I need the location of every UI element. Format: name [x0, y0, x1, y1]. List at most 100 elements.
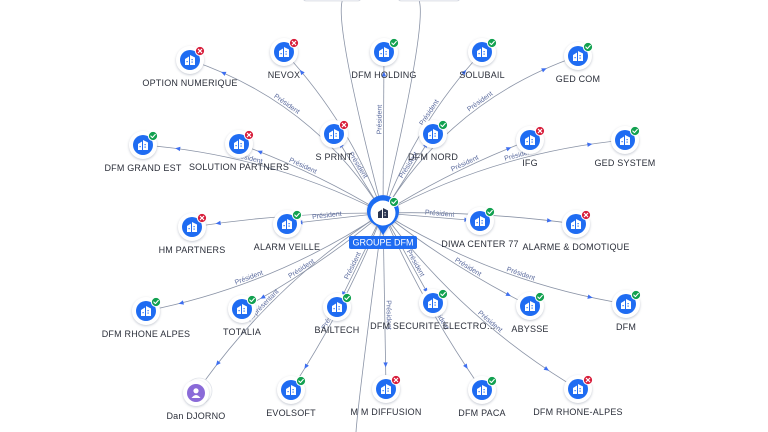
- close-icon: [534, 125, 546, 137]
- edge-label: Président: [272, 93, 300, 116]
- node-label: SOLUBAIL: [459, 70, 505, 80]
- check-icon: [388, 37, 400, 49]
- node-solution-partners[interactable]: SOLUTION PARTNERS: [189, 129, 289, 172]
- offscreen-label-chip: [398, 0, 460, 2]
- node-alarme-domotique[interactable]: ALARME & DOMOTIQUE: [522, 209, 629, 252]
- node-label: DFM NORD: [408, 152, 458, 162]
- edge-label: Président: [288, 157, 318, 176]
- edge-arrow: [463, 363, 468, 369]
- node-dfm-holding[interactable]: DFM HOLDING: [351, 37, 416, 80]
- edge-arrow: [220, 71, 227, 76]
- check-icon: [341, 292, 353, 304]
- node-dfm-securite[interactable]: DFM SECURITE ELECTRO…: [370, 288, 496, 331]
- node-nevox[interactable]: NEVOX: [268, 37, 301, 80]
- close-icon: [288, 37, 300, 49]
- node-evolsoft[interactable]: EVOLSOFT: [266, 375, 316, 418]
- building-icon: [332, 302, 342, 312]
- node-option-numerique[interactable]: OPTION NUMERIQUE: [142, 45, 237, 88]
- close-icon: [580, 209, 592, 221]
- node-bailtech[interactable]: BAILTECH: [315, 292, 360, 335]
- edge-dfm-securite[interactable]: Président: [382, 212, 434, 304]
- node-dfm-rhone-alpes-2[interactable]: DFM RHONE-ALPES: [533, 374, 623, 417]
- edge-label: Président: [376, 105, 383, 135]
- check-icon: [484, 206, 496, 218]
- edge-arrow: [541, 68, 547, 73]
- building-icon: [378, 208, 388, 218]
- node-groupe-dfm[interactable]: GROUPE DFM: [349, 195, 417, 249]
- node-label: M M DIFFUSION: [350, 407, 421, 417]
- building-icon: [329, 129, 339, 139]
- node-dfm-grand-est[interactable]: DFM GRAND EST: [104, 130, 182, 173]
- node-mm-diffusion[interactable]: M M DIFFUSION: [350, 374, 421, 417]
- check-icon: [582, 41, 594, 53]
- building-icon: [571, 219, 581, 229]
- node-label: DFM SECURITE ELECTRO…: [370, 321, 496, 331]
- node-ged-system[interactable]: GED SYSTEM: [594, 125, 655, 168]
- node-dfm-nord[interactable]: DFM NORD: [408, 119, 458, 162]
- node-dfm-paca[interactable]: DFM PACA: [458, 375, 506, 418]
- node-solubail[interactable]: SOLUBAIL: [459, 37, 505, 80]
- node-totalia[interactable]: TOTALIA: [223, 294, 261, 337]
- edge-stub: [382, 0, 421, 214]
- check-icon: [291, 209, 303, 221]
- node-alarm-veille[interactable]: ALARM VEILLE: [254, 209, 320, 252]
- edge-arrow: [215, 360, 221, 366]
- edge-arrow: [260, 294, 266, 299]
- node-label: OPTION NUMERIQUE: [142, 78, 237, 88]
- node-dan-djorno[interactable]: Dan DJORNO: [166, 377, 225, 421]
- building-icon: [477, 47, 487, 57]
- edge-arrow: [383, 362, 388, 368]
- node-s-print[interactable]: S PRINT: [316, 119, 353, 162]
- edge-arrow: [257, 150, 263, 155]
- building-icon: [279, 47, 289, 57]
- close-icon: [390, 374, 402, 386]
- node-hm-partners[interactable]: HM PARTNERS: [159, 212, 226, 255]
- node-abysse[interactable]: ABYSSE: [511, 291, 548, 334]
- node-ifg[interactable]: IFG: [516, 125, 546, 168]
- edge-dfm-holding[interactable]: Président: [376, 51, 387, 214]
- edge-line: [238, 143, 384, 214]
- edge-line: [382, 51, 385, 214]
- node-dfm[interactable]: DFM: [612, 289, 642, 332]
- building-icon: [381, 384, 391, 394]
- node-label: EVOLSOFT: [266, 408, 316, 418]
- building-icon: [573, 51, 583, 61]
- edge-arrow: [381, 71, 387, 77]
- node-ged-com[interactable]: GED COM: [556, 41, 600, 84]
- node-label: ALARM VEILLE: [254, 242, 320, 252]
- node-label: DFM RHONE ALPES: [102, 329, 191, 339]
- edge-ged-system[interactable]: Président: [382, 139, 626, 214]
- building-icon: [428, 129, 438, 139]
- building-icon: [621, 299, 631, 309]
- check-icon: [534, 291, 546, 303]
- node-label: DFM RHONE-ALPES: [533, 407, 623, 417]
- node-label: DFM PACA: [458, 408, 505, 418]
- edge-bailtech[interactable]: Président: [336, 212, 384, 308]
- node-label: Dan DJORNO: [166, 411, 225, 421]
- check-icon: [630, 289, 642, 301]
- node-diwa-center-77[interactable]: DIWA CENTER 77: [441, 206, 519, 249]
- node-dfm-rhone-alpes[interactable]: DFM RHONE ALPES: [102, 296, 191, 339]
- building-icon: [475, 216, 485, 226]
- offscreen-edge-stubs: [303, 0, 460, 432]
- building-icon: [237, 304, 247, 314]
- edge-label: Président: [287, 258, 316, 280]
- node-label: S PRINT: [316, 152, 353, 162]
- building-icon: [138, 140, 148, 150]
- person-icon: [191, 388, 201, 398]
- building-icon: [525, 135, 535, 145]
- edge-arrow: [178, 300, 184, 305]
- edge-arrow: [175, 146, 181, 152]
- edge-arrow: [304, 363, 309, 369]
- node-label: ABYSSE: [511, 324, 548, 334]
- check-icon: [437, 119, 449, 131]
- center-label-chip: [349, 236, 417, 249]
- edge-stub: [340, 0, 384, 214]
- edge-label: Président: [466, 90, 494, 113]
- edge-label: Président: [384, 300, 392, 330]
- close-icon: [243, 129, 255, 141]
- building-icon: [286, 385, 296, 395]
- edge-line: [382, 139, 531, 214]
